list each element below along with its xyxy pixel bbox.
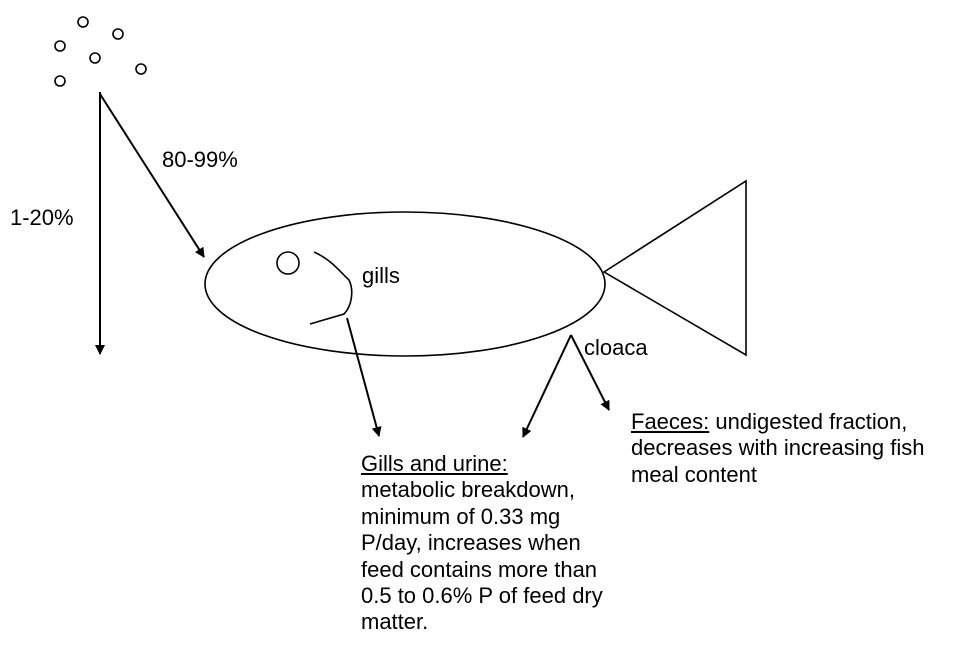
- feed-pellet: [78, 17, 88, 27]
- fish-tail: [604, 181, 746, 355]
- eaten-fraction-label: 80-99%: [162, 147, 238, 173]
- gills-urine-line: minimum of 0.33 mg: [361, 504, 603, 530]
- feed-pellet: [55, 76, 65, 86]
- faeces-heading: Faeces:: [631, 409, 709, 434]
- gills-label: gills: [362, 263, 400, 289]
- faeces-line: undigested fraction,: [709, 409, 907, 434]
- gills-urine-line: matter.: [361, 609, 603, 635]
- feed-pellet: [90, 53, 100, 63]
- cloaca-to-gills-urine-arrow: [523, 335, 571, 437]
- gills-urine-heading: Gills and urine:: [361, 451, 603, 477]
- gills-urine-text: Gills and urine: metabolic breakdown, mi…: [361, 451, 603, 636]
- faeces-text: Faeces: undigested fraction, decreases w…: [631, 409, 924, 488]
- gills-urine-arrow: [347, 318, 379, 436]
- gills-urine-line: metabolic breakdown,: [361, 477, 603, 503]
- gills-urine-line: 0.5 to 0.6% P of feed dry: [361, 583, 603, 609]
- fish-body: [205, 212, 605, 356]
- fish-gill-line: [310, 252, 352, 324]
- faeces-line: decreases with increasing fish: [631, 435, 924, 461]
- faeces-first-line: Faeces: undigested fraction,: [631, 409, 924, 435]
- feed-pellet: [55, 41, 65, 51]
- fish-eye: [277, 252, 299, 274]
- feed-pellet: [136, 64, 146, 74]
- gills-urine-line: feed contains more than: [361, 557, 603, 583]
- cloaca-label: cloaca: [584, 335, 648, 361]
- feed-pellets: [55, 17, 146, 86]
- eaten-feed-arrow: [100, 94, 204, 257]
- gills-urine-line: P/day, increases when: [361, 530, 603, 556]
- feed-pellet: [113, 29, 123, 39]
- uneaten-fraction-label: 1-20%: [10, 205, 74, 231]
- faeces-line: meal content: [631, 462, 924, 488]
